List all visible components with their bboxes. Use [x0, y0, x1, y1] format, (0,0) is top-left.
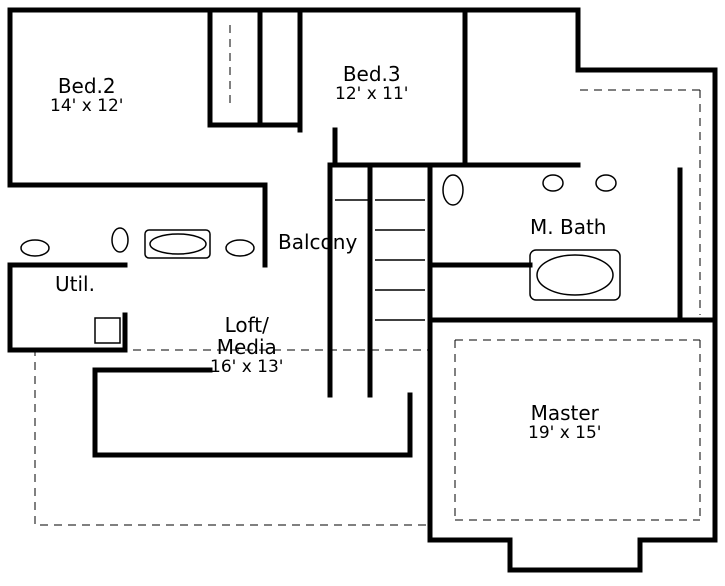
room-name-line1: Loft/ [224, 313, 269, 337]
room-name: Master [530, 401, 599, 425]
fixtures [20, 174, 621, 344]
walls [7, 7, 718, 573]
room-util: Util. [55, 272, 95, 296]
room-mbath: M. Bath [530, 215, 607, 239]
room-bed3: Bed.3 12' x 11' [335, 63, 408, 104]
room-master: Master 19' x 15' [528, 402, 601, 443]
room-size: 16' x 13' [210, 357, 284, 377]
room-name-line2: Media [216, 335, 277, 359]
room-name: Bed.3 [342, 62, 401, 86]
room-size: 14' x 12' [50, 96, 124, 116]
room-bed2: Bed.2 14' x 12' [50, 75, 123, 116]
room-balcony: Balcony [278, 230, 358, 254]
room-size: 19' x 15' [528, 423, 602, 443]
room-size: 12' x 11' [335, 84, 409, 104]
room-name: Bed.2 [57, 74, 116, 98]
room-loft: Loft/ Media 16' x 13' [210, 314, 283, 377]
